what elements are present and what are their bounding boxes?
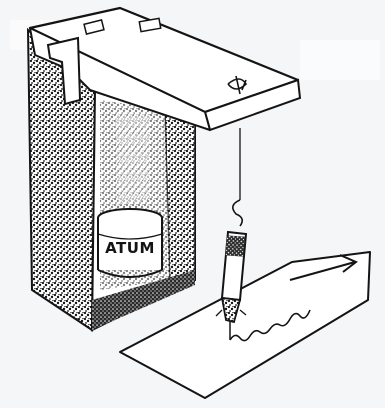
can: ATUM: [98, 209, 162, 277]
can-label: ATUM: [105, 239, 155, 257]
